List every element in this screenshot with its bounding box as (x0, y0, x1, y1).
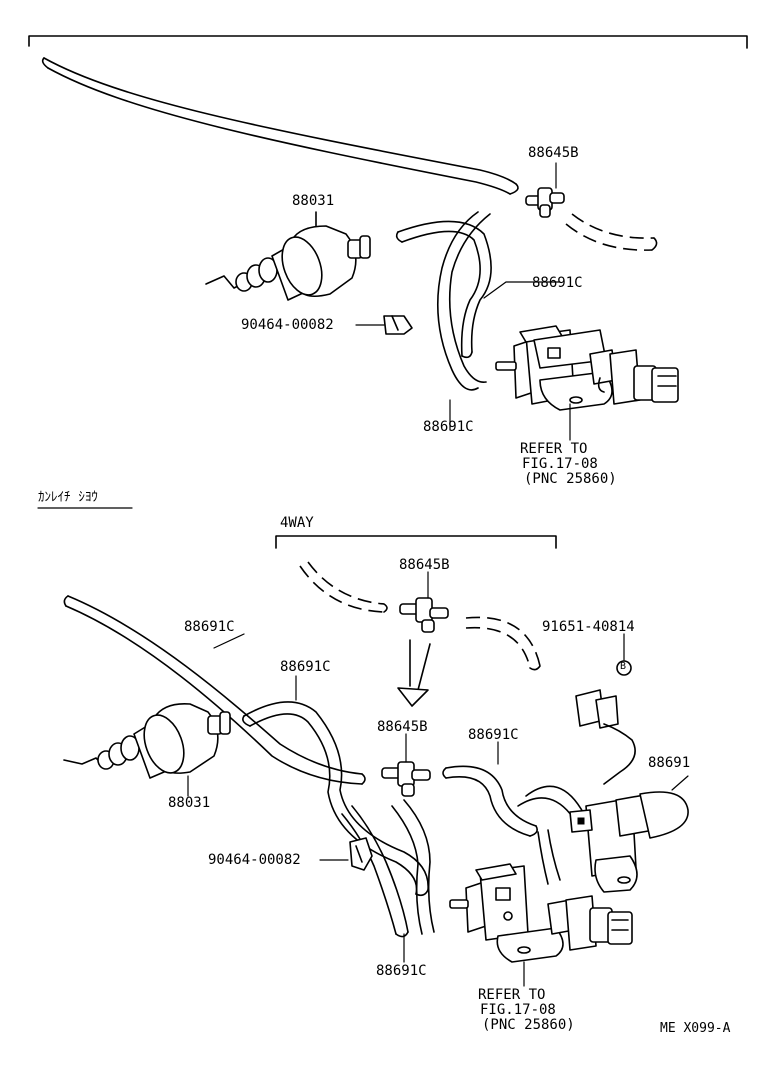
label-valve-88691: 88691 (648, 755, 691, 771)
label-top-hose-right: 88691C (532, 275, 583, 291)
label-top-vsv-88031: 88031 (292, 193, 335, 209)
label-bottom-hose-long: 88691C (184, 619, 235, 635)
bottom-lower-hose (341, 799, 435, 963)
label-top-joint-88645b: 88645B (528, 145, 579, 161)
bottom-valve-88691 (569, 689, 689, 893)
label-top-clamp-90464: 90464-00082 (241, 317, 334, 333)
top-frame-bracket (28, 35, 748, 49)
top-clamp-90464 (355, 315, 413, 335)
label-bottom-refer-line2: FIG.17-08 (480, 1002, 556, 1018)
top-long-hose (41, 57, 519, 195)
label-4way: 4WAY (280, 515, 314, 531)
label-bottom-clamp-90464: 90464-00082 (208, 852, 301, 868)
bottom-dashed-hoses (299, 561, 541, 671)
label-top-refer-line1: REFER TO (520, 441, 588, 457)
bottom-joint-lower-88645b (381, 733, 431, 797)
bottom-vsv-88031 (63, 702, 231, 797)
label-bottom-joint-upper: 88645B (399, 557, 450, 573)
top-joint-88645b (525, 162, 565, 218)
top-hose-88691c (395, 211, 561, 431)
label-bottom-refer-line1: REFER TO (478, 987, 546, 1003)
top-dashed-hose-right (565, 213, 658, 251)
label-bottom-hose-88691c: 88691C (376, 963, 427, 979)
label-bottom-vsv-88031: 88031 (168, 795, 211, 811)
top-valve-assembly (495, 325, 679, 441)
bottom-4way-bracket (275, 535, 557, 549)
label-bottom-joint-lower: 88645B (377, 719, 428, 735)
label-top-refer-line2: FIG.17-08 (522, 456, 598, 472)
label-bottom-hose-mid-right: 88691C (468, 727, 519, 743)
figure-code: ME X099-A (660, 1021, 731, 1036)
top-vsv-88031 (205, 211, 371, 301)
label-top-hose-bottom: 88691C (423, 419, 474, 435)
label-bottom-hose-loop: 88691C (280, 659, 331, 675)
bottom-joint-upper-88645b (399, 571, 449, 633)
section-title: ｶﾝﾚｲﾁ ｼﾖｳ (38, 490, 98, 505)
bottom-loop-hose-88691c (242, 675, 429, 897)
label-bottom-refer-line3: (PNC 25860) (482, 1017, 575, 1033)
label-bolt-91651: 91651-40814 (542, 619, 635, 635)
bottom-right-hose-88691c (442, 741, 585, 885)
bolt-91651-40814 (616, 633, 632, 676)
label-bolt-marker: B (620, 661, 627, 672)
bottom-clamp-90464 (319, 837, 373, 871)
assembly-arrows (397, 639, 431, 707)
label-top-refer-line3: (PNC 25860) (524, 471, 617, 487)
bottom-valve-assembly (449, 863, 633, 987)
